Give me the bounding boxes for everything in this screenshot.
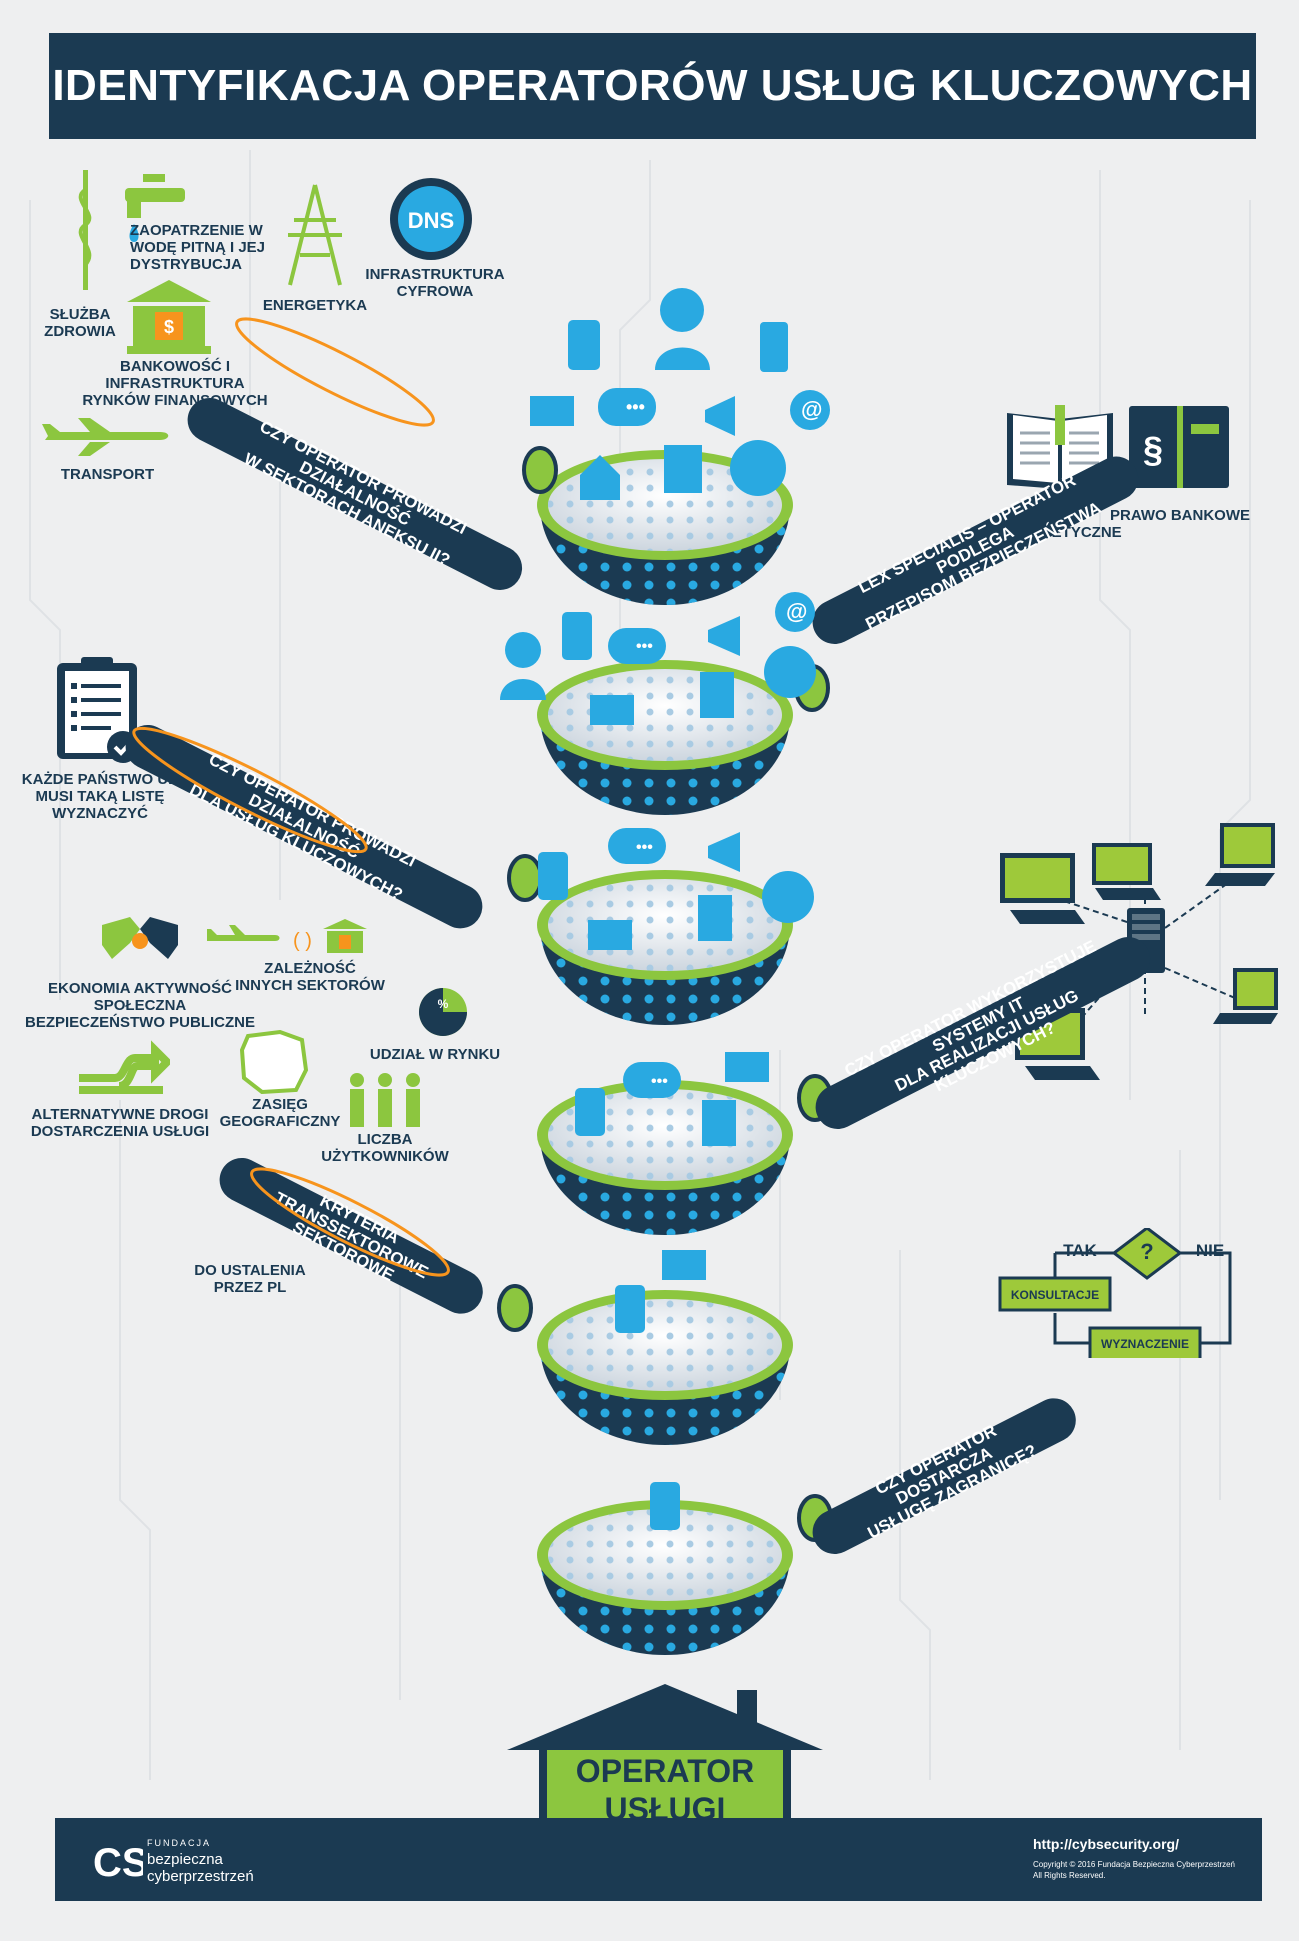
svg-text:@: @ — [801, 397, 822, 422]
svg-text:•••: ••• — [636, 638, 653, 655]
pan-4 — [537, 1080, 793, 1235]
headset-user-icon — [655, 288, 710, 370]
alternative-routes-icon — [79, 1040, 170, 1094]
globe-icon — [730, 440, 786, 496]
megaphone-icon-2 — [708, 616, 740, 656]
page-title: IDENTYFIKACJA OPERATORÓW USŁUG KLUCZOWYC… — [49, 33, 1256, 139]
home-icon — [580, 455, 620, 500]
phone-icon-3 — [538, 852, 568, 900]
bank-icon: $ — [127, 280, 211, 354]
chat-bubble-icon-4 — [623, 1062, 681, 1098]
phone-icon-2 — [562, 612, 592, 660]
users-icon — [350, 1073, 420, 1127]
footer-url[interactable]: http://cybsecurity.org/ — [1033, 1836, 1179, 1852]
chat-bubble-icon-3 — [608, 828, 666, 864]
pan-5 — [537, 1290, 793, 1445]
market-share-pie-icon: % — [419, 988, 467, 1036]
mail-icon — [530, 396, 574, 426]
dns-text: DNS — [408, 208, 454, 233]
mail-icon-2 — [590, 695, 634, 725]
market-share-label: UDZIAŁ W RYNKU — [369, 1046, 501, 1063]
svg-text:•••: ••• — [651, 1073, 668, 1090]
globe-icon-2 — [764, 646, 816, 698]
mobile-icon — [760, 322, 788, 372]
digital-label: INFRASTRUKTURA CYFROWA — [365, 266, 505, 300]
to-set-label: DO USTALENIA PRZEZ PL — [194, 1262, 306, 1296]
at-sign-icon — [790, 390, 830, 430]
globe-icon-3 — [762, 871, 814, 923]
handshake-icon — [102, 917, 178, 959]
no-label: NIE — [1195, 1241, 1225, 1260]
svg-text:•••: ••• — [626, 397, 645, 417]
decision-flowchart — [998, 1228, 1232, 1358]
economy-label: EKONOMIA AKTYWNOŚĆ SPOŁECZNA BEZPIECZEŃS… — [25, 980, 256, 1031]
at-sign-icon-2 — [775, 592, 815, 632]
water-tap-icon — [125, 174, 185, 242]
transport-label: TRANSPORT — [60, 466, 155, 483]
airplane-icon — [42, 418, 169, 456]
bank-law-label: PRAWO BANKOWE — [1110, 507, 1250, 524]
geo-label: ZASIĘG GEOGRAFICZNY — [219, 1096, 341, 1130]
question-mark: ? — [1140, 1239, 1154, 1264]
footer: CS FUNDACJA bezpieczna cyberprzestrzeń h… — [55, 1818, 1262, 1901]
dns-globe-icon: DNS — [390, 178, 472, 260]
chat-bubble-icon — [598, 388, 656, 426]
dependency-icon: ( ) — [207, 919, 367, 953]
consult-box: KONSULTACJE — [1010, 1288, 1100, 1302]
power-tower-icon — [288, 184, 342, 286]
mail-icon-4 — [725, 1052, 769, 1082]
poland-map-icon — [240, 1030, 309, 1094]
mail-icon-5 — [662, 1250, 706, 1280]
water-label: ZAOPATRZENIE W WODĘ PITNĄ I JEJ DYSTRYBU… — [130, 222, 266, 273]
phone-icon-5 — [615, 1285, 645, 1333]
dependency-label: ZALEŻNOŚĆ INNYCH SEKTORÓW — [235, 960, 385, 994]
svg-text:@: @ — [786, 599, 807, 624]
svg-text:CS: CS — [93, 1841, 143, 1883]
svg-text:$: $ — [164, 317, 174, 337]
foundation-logo-icon: CS — [93, 1841, 143, 1883]
caduceus-icon — [78, 170, 92, 290]
bank-law-book-icon: § — [1129, 406, 1229, 488]
org-small: FUNDACJA — [147, 1838, 212, 1848]
megaphone-icon — [705, 396, 735, 436]
it-systems-network-icon — [1000, 823, 1278, 1080]
alt-routes-label: ALTERNATYWNE DROGI DOSTARCZENIA USŁUGI — [30, 1106, 210, 1140]
designate-box: WYZNACZENIE — [1101, 1337, 1189, 1351]
rights: All Rights Reserved. — [1033, 1871, 1106, 1880]
phone-icon — [568, 320, 600, 370]
svg-text:•••: ••• — [636, 839, 653, 856]
mail-icon-3 — [588, 920, 632, 950]
pan-6 — [537, 1500, 793, 1655]
headset-user-icon-2 — [500, 632, 546, 700]
document-icon-4 — [702, 1100, 736, 1146]
chat-bubble-icon-2 — [608, 628, 666, 664]
megaphone-icon-3 — [708, 832, 740, 872]
users-label: LICZBA UŻYTKOWNIKÓW — [321, 1131, 449, 1165]
paragraph-sign: § — [1143, 429, 1163, 470]
list-note-label: KAŻDE PAŃSTWO UE MUSI TAKĄ LISTĘ WYZNACZ… — [21, 771, 179, 822]
document-icon-2 — [700, 672, 734, 718]
copyright: Copyright © 2016 Fundacja Bezpieczna Cyb… — [1033, 1860, 1235, 1869]
energy-label: ENERGETYKA — [262, 297, 368, 314]
svg-text:( ): ( ) — [293, 930, 312, 952]
percent-sign: % — [438, 997, 449, 1011]
org-line1: bezpieczna — [147, 1851, 223, 1868]
clipboard-icon — [57, 657, 139, 763]
org-line2: cyberprzestrzeń — [147, 1868, 254, 1885]
health-label: SŁUŻBA ZDROWIA — [44, 306, 116, 340]
yes-label: TAK — [1063, 1241, 1097, 1260]
phone-icon-6 — [650, 1482, 680, 1530]
phone-icon-4 — [575, 1088, 605, 1136]
document-icon — [664, 445, 702, 493]
document-icon-3 — [698, 895, 732, 941]
